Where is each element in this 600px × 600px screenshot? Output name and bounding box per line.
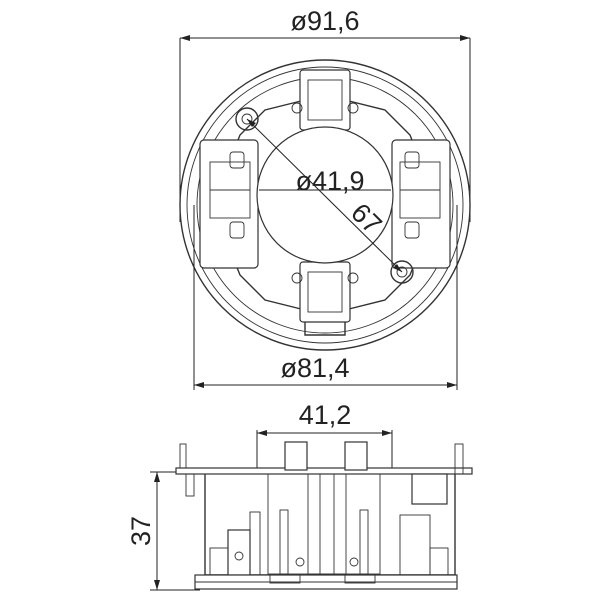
bottom-terminal [291, 261, 359, 323]
right-clip [391, 139, 451, 269]
mounting-hole-bottom-right [390, 260, 414, 284]
top-view: ø91,6 [179, 6, 471, 390]
height-dimension: 37 [126, 471, 200, 591]
inner-diameter-label: ø41,9 [295, 166, 364, 196]
height-label: 37 [126, 516, 156, 546]
mounting-hole-top-left [235, 107, 259, 131]
base-diameter-dimension: ø81,4 [193, 205, 458, 390]
left-clip [199, 139, 259, 269]
inner-diameter-dimension: ø41,9 [259, 166, 391, 196]
base-diameter-label: ø81,4 [280, 353, 349, 383]
top-terminal [291, 69, 359, 131]
width-label: 41,2 [299, 400, 352, 430]
outer-diameter-label: ø91,6 [290, 6, 359, 36]
side-view: 41,2 37 [126, 400, 473, 591]
width-dimension: 41,2 [256, 400, 393, 470]
outer-diameter-dimension: ø91,6 [179, 6, 471, 222]
